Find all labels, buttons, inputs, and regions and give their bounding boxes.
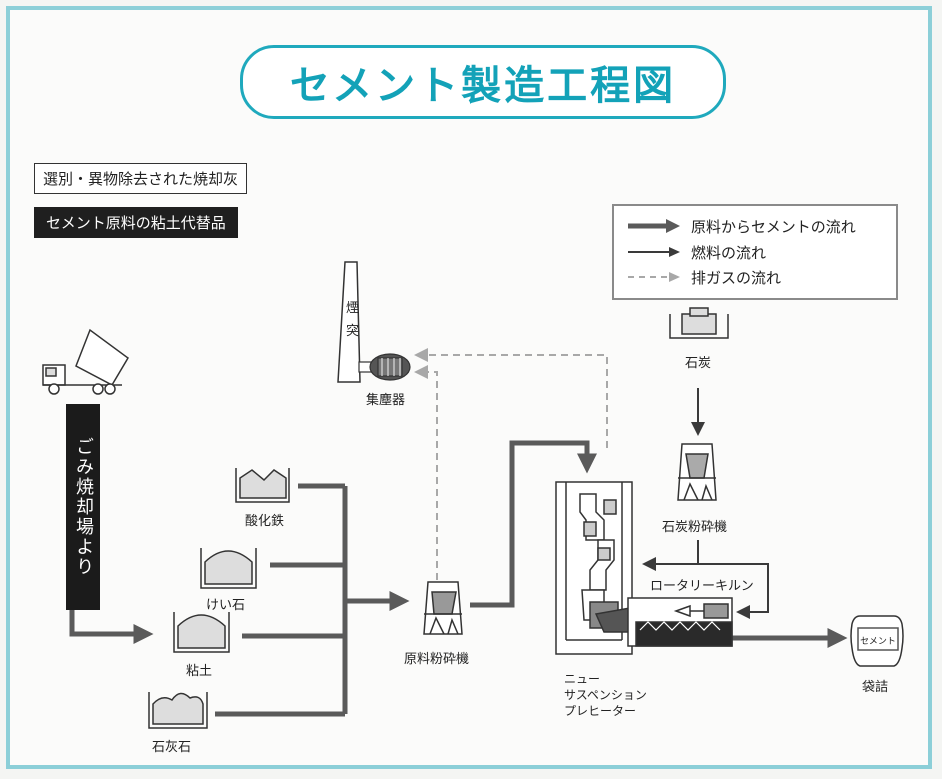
iron-oxide-label: 酸化鉄	[245, 514, 285, 529]
raw-mill-label: 原料粉砕機	[404, 652, 470, 667]
cement-bag-icon: セメント	[850, 615, 904, 667]
diagram-title: セメント製造工程図	[289, 63, 677, 109]
raw-mill-icon	[423, 581, 463, 635]
dust-collector-icon	[358, 353, 411, 381]
clay-label: 粘土	[186, 664, 213, 679]
coal-bin-icon	[669, 307, 729, 339]
legend-item-raw-flow: 原料からセメントの流れ	[691, 218, 856, 236]
legend-item-fuel-flow: 燃料の流れ	[691, 244, 767, 262]
silica-label: けい石	[206, 598, 246, 613]
chimney-icon	[337, 261, 361, 383]
preheater-tower-icon	[555, 481, 633, 655]
legend-item-gas-flow: 排ガスの流れ	[691, 269, 782, 287]
coal-mill-label: 石炭粉砕機	[662, 520, 728, 535]
legend-arrows	[628, 219, 680, 282]
raw-flow-lines	[69, 440, 848, 717]
legend-thick-arrow	[628, 219, 680, 233]
preheater-label-1: ニュー	[564, 672, 601, 686]
limestone-label: 石灰石	[152, 740, 192, 755]
chimney-char-2: 突	[346, 324, 360, 339]
title-badge: セメント製造工程図	[240, 45, 726, 119]
ash-label: 選別・異物除去された焼却灰	[34, 163, 248, 194]
dump-truck-icon	[42, 328, 129, 395]
preheater-label-2: サスペンション	[564, 688, 647, 702]
diagram-frame	[6, 6, 932, 769]
fuel-flow-lines	[642, 388, 769, 619]
clay-silo-icon	[173, 612, 230, 653]
rotary-kiln-icon	[627, 597, 733, 647]
substitute-label: セメント原料の粘土代替品	[34, 207, 238, 238]
cement-bag-text: セメント	[860, 636, 896, 647]
legend-thin-arrow	[628, 247, 680, 257]
iron-oxide-silo-icon	[235, 468, 290, 503]
preheater-label-3: プレヒーター	[564, 704, 637, 718]
coal-label: 石炭	[685, 356, 712, 371]
coal-mill-icon	[677, 443, 717, 501]
garbage-plant-banner: ごみ焼却場より	[66, 404, 100, 610]
chimney-char-1: 煙	[346, 301, 360, 316]
legend: 原料からセメントの流れ 燃料の流れ 排ガスの流れ	[612, 204, 898, 300]
silica-silo-icon	[200, 548, 257, 589]
dust-collector-label: 集塵器	[366, 393, 406, 408]
limestone-silo-icon	[148, 692, 208, 729]
gas-flow-lines	[414, 348, 608, 580]
legend-dashed-arrow	[628, 272, 680, 282]
bagging-label: 袋詰	[862, 680, 889, 695]
kiln-label: ロータリーキルン	[650, 579, 754, 594]
